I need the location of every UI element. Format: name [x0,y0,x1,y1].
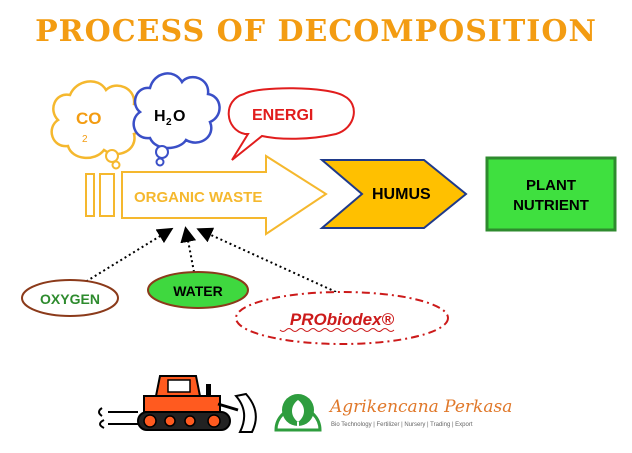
co2-subscript: 2 [82,134,88,145]
cloud-h2o-icon [132,72,221,167]
energi-bubble [227,87,355,161]
water-arrow [180,226,197,273]
logo-tagline: Bio Technology | Fertilizer | Nursery | … [331,422,473,428]
h2o-subscript: 2 [166,117,172,128]
energi-label: ENERGI [252,107,313,124]
probiodex-label: PRObiodex® [290,310,395,329]
oxygen-label: OXYGEN [40,291,100,307]
plant-nutrient-line1: PLANT [526,177,576,194]
arrow-tail-bar-1 [85,173,95,217]
plant-nutrient-box [485,156,617,232]
probiodex-underline [279,328,395,332]
plant-nutrient-line2: NUTRIENT [513,197,589,214]
agrikencana-leaf-logo-icon [274,394,322,432]
oxygen-ellipse [21,279,119,317]
cloud-co2-icon [50,80,148,170]
page-title: PROCESS OF DECOMPOSITION [35,14,597,49]
probiodex-ellipse [235,291,449,345]
water-ellipse [147,271,249,309]
logo-name: Agrikencana Perkasa [328,397,512,417]
water-label: WATER [173,283,223,299]
humus-label: HUMUS [372,186,431,203]
oxygen-arrow [81,227,174,285]
arrow-tail-bar-2 [99,173,115,217]
organic-waste-label: ORGANIC WASTE [134,189,262,206]
co2-label: CO [76,109,102,128]
humus-chevron [319,159,468,229]
organic-waste-arrow [121,154,328,236]
h2o-o-label: O [173,108,185,125]
bulldozer-icon [98,375,257,433]
h2o-h-label: H [154,108,166,125]
